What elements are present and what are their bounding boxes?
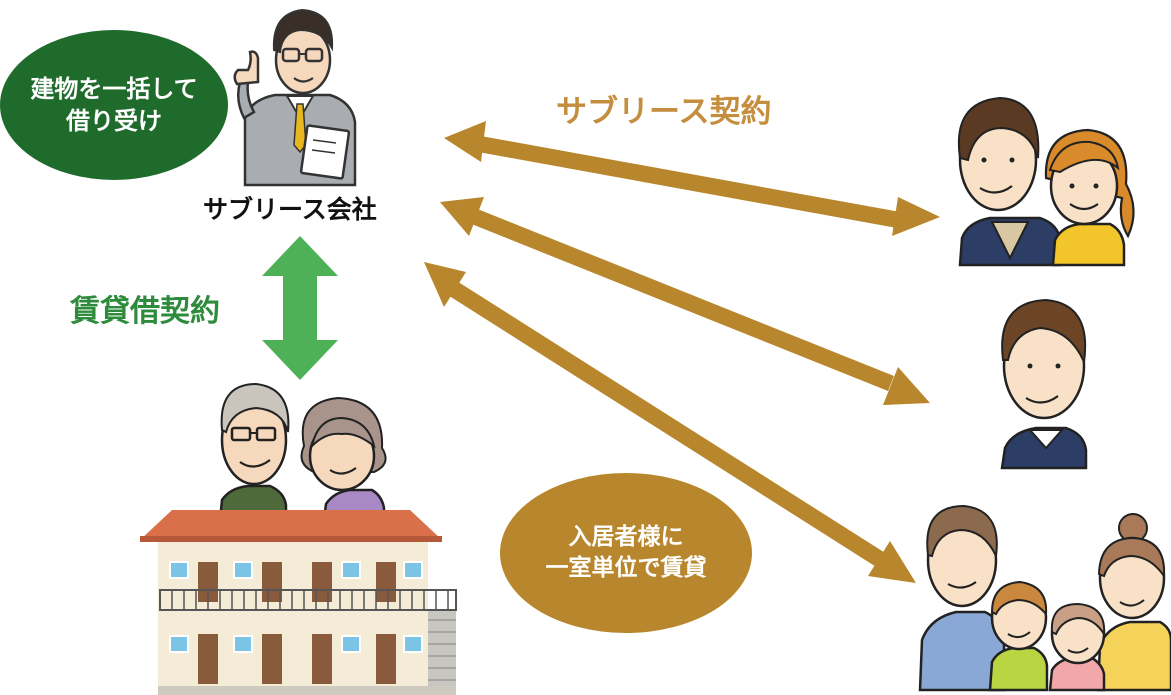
bulk-lease-line-2: 借り受け xyxy=(66,107,162,135)
apartment-building-icon xyxy=(140,510,457,695)
family-icon xyxy=(918,504,1171,692)
lease-contract-label: 賃貸借契約 xyxy=(70,294,220,329)
bulk-lease-bubble: 建物を一括して 借り受け xyxy=(0,30,228,180)
sublease-arrows xyxy=(424,121,940,583)
businessman-icon xyxy=(233,8,357,187)
arrow-to-family xyxy=(424,262,916,583)
unit-lease-line-2: 一室単位で賃貸 xyxy=(545,555,707,581)
arrow-to-young-man xyxy=(440,197,930,405)
sublease-contract-label: サブリース契約 xyxy=(556,94,772,130)
arrow-to-couple xyxy=(444,121,940,236)
elderly-owners-icon xyxy=(218,382,387,522)
unit-lease-bubble: 入居者様に 一室単位で賃貸 xyxy=(500,473,752,633)
unit-lease-line-1: 入居者様に xyxy=(568,523,684,550)
young-man-icon xyxy=(1000,298,1088,470)
lease-arrow xyxy=(262,236,338,380)
bulk-lease-line-1: 建物を一括して xyxy=(30,74,198,103)
couple-icon xyxy=(957,96,1135,267)
sublease-company-label: サブリース会社 xyxy=(203,195,377,224)
